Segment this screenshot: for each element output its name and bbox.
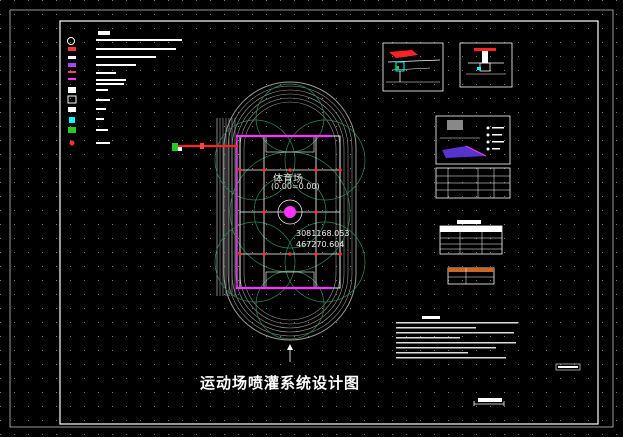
running-track: [223, 81, 357, 341]
drawing-title: 运动场喷灌系统设计图: [200, 374, 361, 392]
coordinate-easting: 467270.604: [296, 240, 345, 249]
left-straight-lanes: [216, 118, 236, 296]
material-table-2: [439, 220, 503, 255]
design-notes: [396, 316, 518, 359]
scale-label: [555, 363, 581, 371]
field-elevation: (0.00=0.00): [271, 182, 320, 191]
detail-valve-well: [435, 115, 511, 165]
scale-label-text: [558, 366, 578, 368]
coordinate-northing: 3081168.053: [296, 229, 350, 238]
detail-sprinkler-section-2: [459, 42, 513, 88]
north-arrow: [287, 344, 293, 362]
branch-pipes: [236, 134, 332, 290]
material-table-3: [447, 267, 495, 285]
scale-bar: [473, 398, 505, 406]
main-supply-pipe: [172, 143, 238, 151]
legend: [67, 31, 182, 146]
material-table-1: [435, 167, 511, 199]
inner-frame: [59, 20, 599, 425]
detail-sprinkler-section-1: [382, 42, 444, 92]
field-label: 体育场: [273, 174, 303, 185]
sprinkler-heads: [238, 168, 342, 256]
outer-frame: [9, 9, 614, 428]
